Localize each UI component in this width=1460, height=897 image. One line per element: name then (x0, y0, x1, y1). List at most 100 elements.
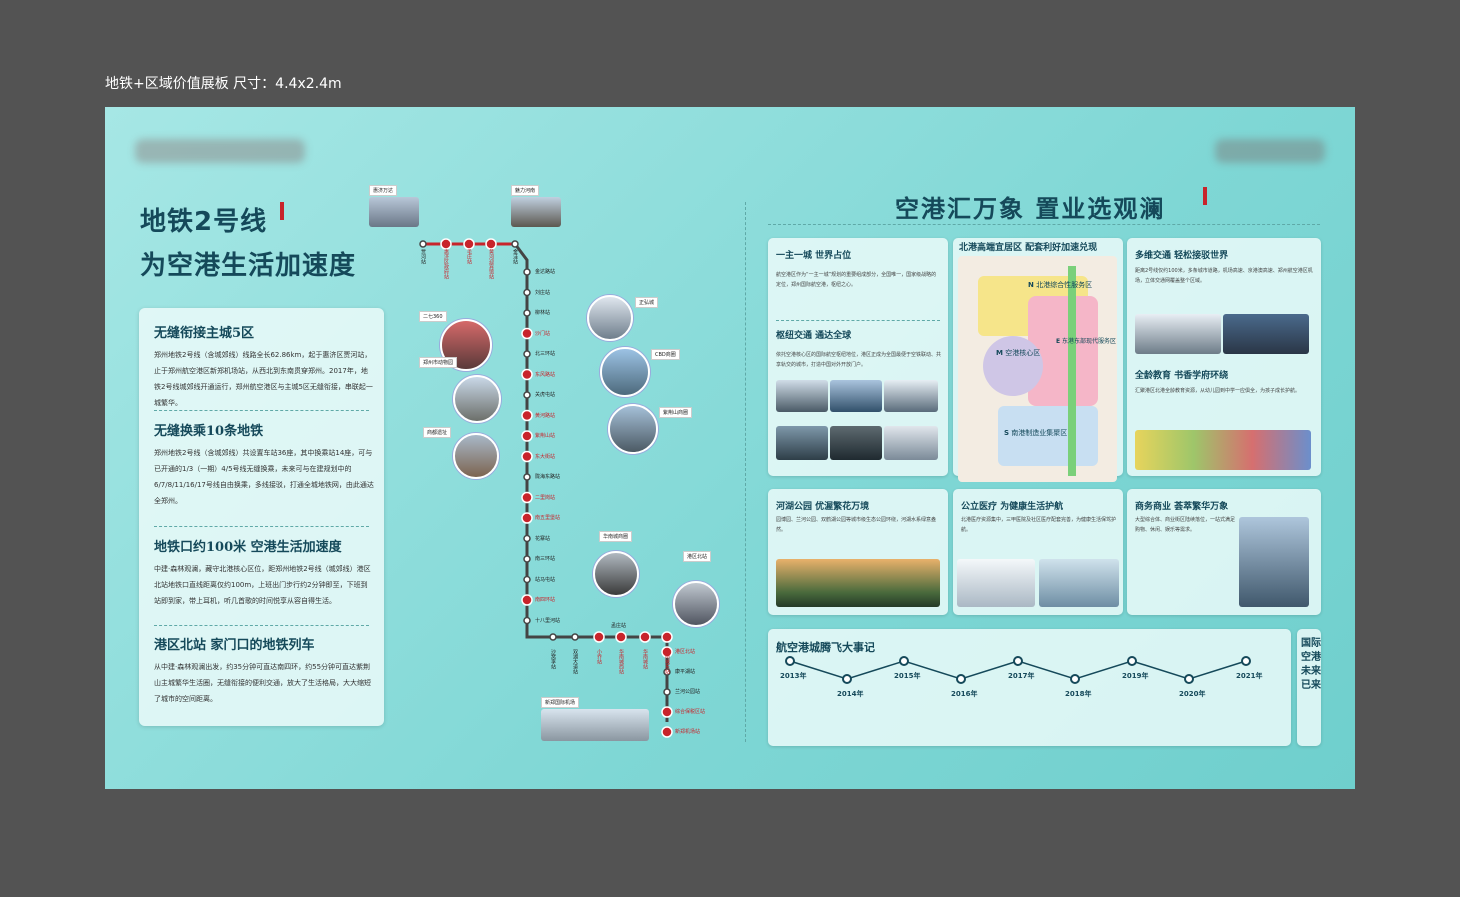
panel-title-3: 地铁口约100米 空港生活加速度 (154, 540, 342, 555)
station-dot (419, 240, 427, 248)
timeline-dot (899, 656, 909, 666)
card-text: 航空港区作为“一主一城”规划的重要组成部分，全国唯一，国家级战略的定位，郑州国际… (776, 272, 937, 288)
rail-photo (830, 380, 882, 412)
station-label: 黄河路站 (535, 412, 556, 419)
center-divider (745, 202, 746, 742)
station-label: 柳林站 (535, 310, 551, 316)
station-dot (521, 512, 533, 524)
station-label: 金洼站 (512, 249, 518, 264)
timeline-year: 2014年 (837, 690, 864, 698)
photo-tag: 华南城商圈 (599, 531, 633, 542)
station-label: 孟庄站 (611, 623, 627, 629)
card-divider (776, 320, 940, 321)
station-label: 刘庄站 (535, 289, 551, 296)
timeline-dot (1013, 656, 1023, 666)
left-title-2: 为空港生活加速度 (140, 251, 357, 281)
timeline-year: 2018年 (1065, 690, 1092, 698)
station-dot (523, 309, 531, 317)
rail-photo (830, 426, 882, 460)
card-title: 一主一城 世界占位 (776, 251, 852, 261)
train-photo (1135, 314, 1221, 354)
timeline-year: 2021年 (1236, 672, 1263, 680)
mall-photo (1239, 517, 1309, 607)
station-dot (661, 706, 673, 718)
display-board: 地铁2号线 为空港生活加速度 无缝衔接主城5区 郑州地铁2号线（含城郊线）线路全… (105, 107, 1355, 789)
photo-tag: 正弘城 (635, 297, 659, 308)
doctor-photo (957, 559, 1035, 607)
card-title: 枢纽交通 通达全球 (776, 331, 852, 341)
timeline-dot (785, 656, 795, 666)
photo-tag: 郑州市动物园 (419, 357, 458, 368)
timeline-dot (956, 674, 966, 684)
timeline-year: 2017年 (1008, 672, 1035, 680)
station-dot (523, 350, 531, 358)
station-dot (523, 473, 531, 481)
vertical-slogan: 国际空港 未来已来 (1301, 638, 1321, 691)
panel-text-3: 中建·森林观澜，藏守北港核心区位，距郑州地铁2号线（城郊线）港区北站地铁口直线距… (154, 565, 371, 605)
timeline-dot (1070, 674, 1080, 684)
card-parks: 河湖公园 优渥繁花万境 园博园、兰河公园、双鹤湖公园等城市级生态公园环绕，河湖水… (768, 489, 948, 615)
station-label: 东大街站 (535, 453, 556, 460)
timeline-year: 2019年 (1122, 672, 1149, 680)
logo-right (1215, 139, 1325, 163)
map-label: M 空港核心区 (996, 349, 1041, 357)
photo-bubble (587, 295, 633, 341)
station-dot (440, 238, 452, 250)
station-label: 金达路站 (535, 269, 556, 275)
station-label: 沙窝李站 (550, 649, 556, 669)
station-label: 港区北站 (675, 649, 696, 655)
station-label: 双湖大道站 (572, 649, 578, 674)
rail-photo (884, 380, 938, 412)
station-dot (521, 594, 533, 606)
card-text: 依托空港核心区的国际航空枢纽地位，港区正成为全国最便于空铁联动、共享轨交的城市，… (776, 352, 942, 368)
logo-left (135, 139, 305, 163)
station-dot (523, 268, 531, 276)
photo-bubble (453, 433, 499, 479)
panel-text-4: 从中建·森林观澜出发，约35分钟可直达南四环，约55分钟可直达紫荆山主城繁华生活… (154, 663, 371, 703)
station-label: 小乔站 (596, 649, 602, 664)
station-dot (521, 368, 533, 381)
photo-tag: 惠济万达 (369, 185, 398, 196)
photo-tag: 商都遗址 (423, 427, 452, 438)
station-dot (615, 631, 627, 643)
card-title: 商务商业 荟萃繁华万象 (1135, 502, 1229, 512)
timeline-dot (1241, 656, 1251, 666)
title-mark (1203, 187, 1207, 205)
card-transport: 多维交通 轻松接驳世界 距离2号线仅约100米，多条城市道路，机场高速、京港澳高… (1127, 238, 1321, 476)
station-label: 贾河站 (420, 249, 426, 264)
timeline-dot (1184, 674, 1194, 684)
museum-photo (511, 197, 561, 227)
card-title: 全龄教育 书香学府环绕 (1135, 371, 1229, 381)
station-dot (663, 668, 671, 676)
panel-text-1: 郑州地铁2号线（含城郊线）线路全长62.86km，起于惠济区贾河站，止于郑州航空… (154, 351, 373, 407)
photo-tag: 魅力河南 (511, 185, 540, 196)
title-underline (768, 224, 1320, 225)
station-label: 花寨站 (535, 535, 551, 542)
station-dot (523, 534, 531, 543)
station-label: 黄河迎宾馆站 (488, 249, 494, 279)
timeline-dot (1127, 656, 1137, 666)
station-dot (521, 491, 533, 504)
card-title: 北港高端宜居区 配套利好加速兑现 (959, 243, 1098, 253)
photo-bubble (593, 551, 639, 597)
photo-bubble (453, 375, 501, 423)
photo-bubble (608, 404, 658, 454)
card-title: 多维交通 轻松接驳世界 (1135, 251, 1229, 261)
station-dot (521, 430, 533, 442)
rail-photo (776, 380, 828, 412)
map-label: E 东港东部现代服务区 (1056, 338, 1117, 345)
card-title: 公立医疗 为健康生活护航 (961, 502, 1064, 512)
park-photo (776, 559, 940, 607)
map-label: N 北港综合性服务区 (1028, 281, 1093, 289)
station-dot (523, 391, 531, 399)
station-label: 东风路站 (535, 371, 556, 378)
panel-divider (154, 625, 369, 626)
page-caption: 地铁+区域价值展板 尺寸：4.4x2.4m (105, 76, 342, 92)
station-label: 惠济区政府站 (443, 249, 449, 279)
station-label: 综合保税区站 (675, 709, 706, 715)
station-label: 华南城东站 (664, 649, 670, 674)
school-photo (1135, 430, 1311, 470)
station-dot (549, 633, 557, 641)
station-label: 南四环站 (535, 597, 556, 603)
mall-photo (369, 197, 419, 227)
